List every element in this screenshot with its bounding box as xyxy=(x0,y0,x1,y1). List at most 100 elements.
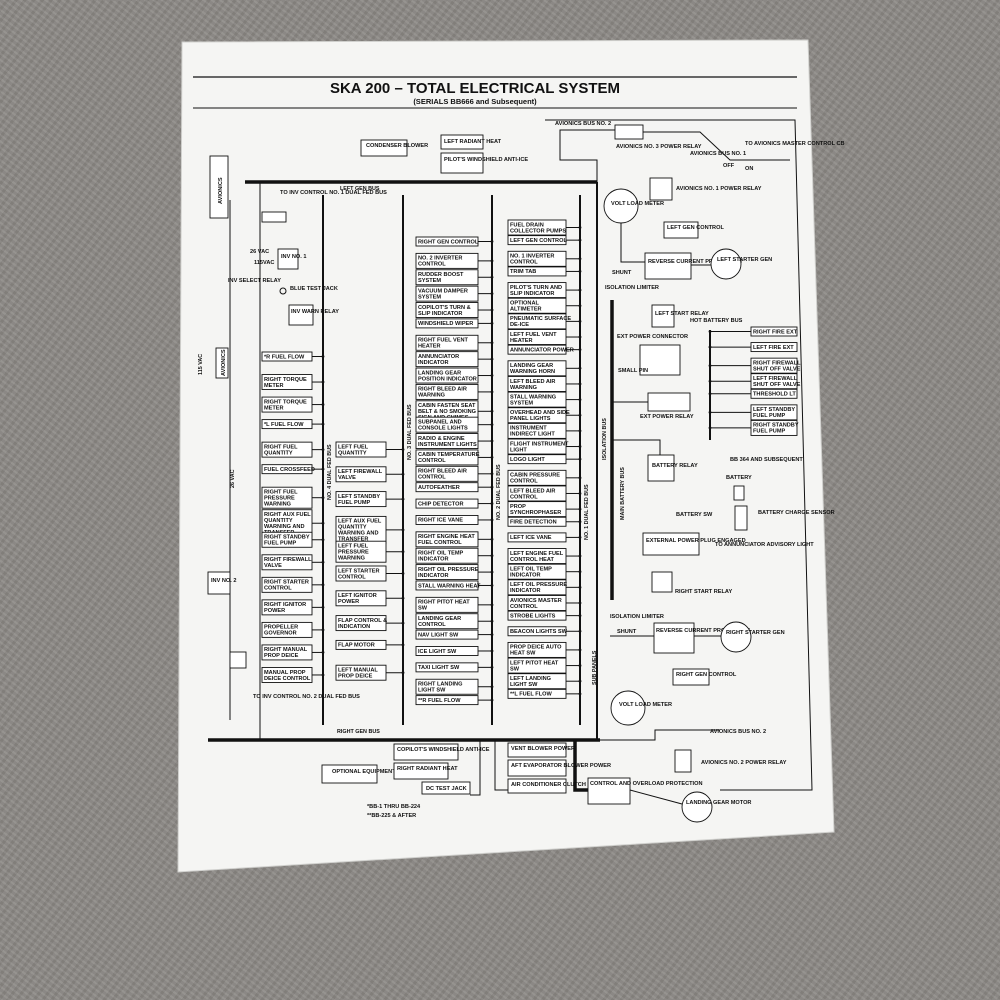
to-inv2-label: TO INV CONTROL NO. 2 DUAL FED BUS xyxy=(253,694,360,700)
wire-battery xyxy=(612,439,661,455)
diagram-subtitle: (SERIALS BB666 and Subsequent) xyxy=(413,97,537,106)
circuit-box xyxy=(261,419,313,430)
external-plug-label: EXTERNAL POWER PLUG ENGAGED xyxy=(646,538,746,544)
paper-sheet xyxy=(177,39,835,873)
circuit-label: STALL WARNING HEAT xyxy=(418,583,481,589)
wire-avionics2 xyxy=(600,729,720,741)
circuit-box xyxy=(750,388,798,399)
circuit-box xyxy=(507,673,567,690)
to-master-label: TO AVIONICS MASTER CONTROL CB xyxy=(745,141,845,147)
breaker-dot xyxy=(490,308,494,312)
ext-power-connector-label: EXT POWER CONNECTOR xyxy=(617,334,688,340)
outer-frame-wire xyxy=(545,119,813,791)
wire-bottom-right xyxy=(494,740,508,791)
circuit-box xyxy=(750,404,798,421)
wire-bottom-center xyxy=(470,740,481,796)
right-radiant-label: RIGHT RADIANT HEAT xyxy=(397,766,458,772)
circuit-box xyxy=(415,613,479,630)
breaker-dot xyxy=(490,439,494,443)
breaker-dot xyxy=(708,426,712,430)
circuit-box xyxy=(415,236,479,247)
circuit-box xyxy=(261,644,313,661)
breaker-dot xyxy=(578,457,582,461)
aft-evap-box xyxy=(507,759,567,777)
circuit-item: AUTOFEATHER xyxy=(415,482,494,493)
circuit-box xyxy=(415,416,479,433)
breaker-dot xyxy=(708,364,712,368)
circuit-box xyxy=(261,486,313,509)
circuit-box xyxy=(507,579,567,596)
vac26-label: 26 VAC xyxy=(230,469,236,488)
breaker-dot xyxy=(490,409,494,413)
avionics-box-2 xyxy=(215,347,229,379)
battery-relay-label: BATTERY RELAY xyxy=(652,463,698,469)
aircon-box xyxy=(507,778,567,794)
battery-symbol xyxy=(733,485,745,501)
footnote-2: **BB-225 & AFTER xyxy=(367,813,416,819)
circuit-label: **L FUEL FLOW xyxy=(510,692,552,698)
circuit-item: LEFT ICE VANE xyxy=(507,532,582,543)
circuit-box xyxy=(507,563,567,580)
aircon-label: AIR CONDITIONER CLUTCH xyxy=(511,782,586,788)
circuit-box xyxy=(415,678,479,695)
circuit-box xyxy=(507,422,567,439)
relay3-box xyxy=(614,124,644,140)
breaker-dot xyxy=(321,605,325,609)
wire-isolation-top xyxy=(559,129,615,182)
circuit-label: STROBE LIGHTS xyxy=(510,613,556,619)
vent-box xyxy=(507,742,567,758)
relay1-box xyxy=(649,177,673,201)
circuit-box xyxy=(507,610,567,621)
relay3-label: AVIONICS NO. 3 POWER RELAY xyxy=(616,144,702,150)
breaker-dot xyxy=(490,698,494,702)
circuit-box xyxy=(507,688,567,699)
inv-select-label: INV SELECT RELAY xyxy=(228,278,281,284)
breaker-dot xyxy=(578,335,582,339)
battery-label: BATTERY xyxy=(726,475,752,481)
breaker-dot xyxy=(490,619,494,623)
inv1-box xyxy=(277,248,299,270)
breaker-dot xyxy=(490,472,494,476)
circuit-box xyxy=(750,419,798,436)
diagram-title: SKA 200 – TOTAL ELECTRICAL SYSTEM xyxy=(330,80,620,97)
circuit-label: RIGHT ICE VANE xyxy=(418,518,463,524)
breaker-dot xyxy=(490,485,494,489)
condenser-label: CONDENSER BLOWER xyxy=(366,143,428,149)
breaker-dot xyxy=(321,521,325,525)
